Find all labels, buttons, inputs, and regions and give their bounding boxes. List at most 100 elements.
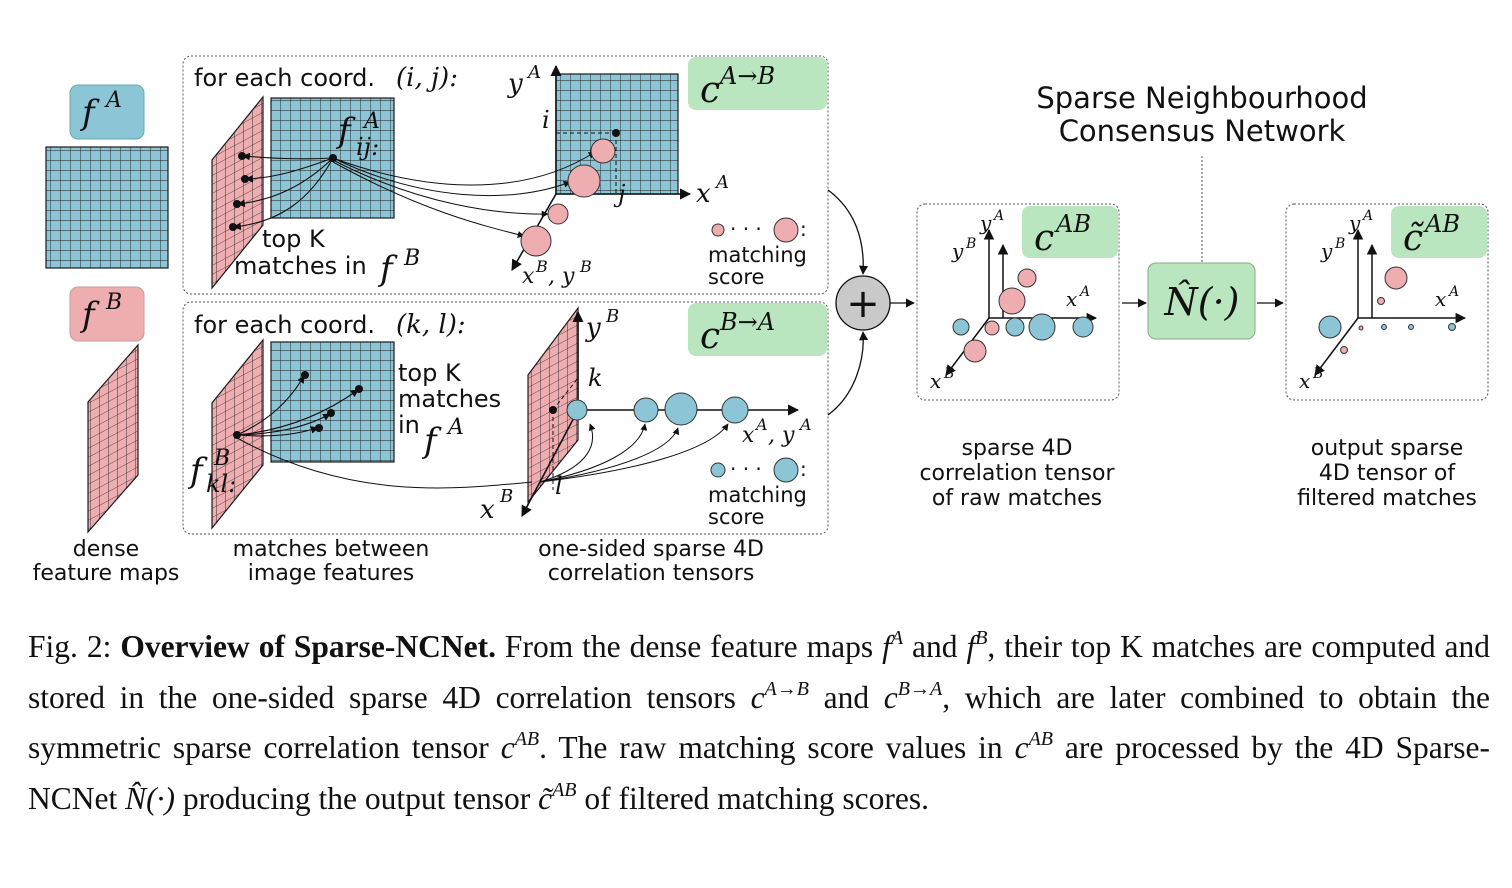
svg-text:for each coord.: for each coord. bbox=[194, 64, 375, 92]
svg-text:Consensus Network: Consensus Network bbox=[1059, 114, 1346, 148]
svg-text:B: B bbox=[499, 486, 513, 507]
svg-text:x: x bbox=[696, 179, 711, 209]
caption-math: c bbox=[750, 679, 765, 715]
bottom-panel-BtoA: for each coord. (k, l): f B kl: top K ma… bbox=[182, 301, 829, 535]
caption-math: AB bbox=[514, 728, 540, 750]
ncnet-network: Sparse Neighbourhood Consensus Network N… bbox=[1036, 81, 1368, 340]
svg-text:B: B bbox=[213, 446, 230, 471]
svg-text:score: score bbox=[708, 505, 764, 529]
svg-text:dense: dense bbox=[73, 537, 139, 562]
svg-text:A: A bbox=[1447, 284, 1459, 300]
caption-text: and bbox=[903, 629, 967, 664]
svg-text:+: + bbox=[846, 281, 880, 327]
svg-text:x: x bbox=[480, 495, 495, 525]
svg-text:B: B bbox=[1334, 236, 1345, 252]
svg-text:f: f bbox=[377, 249, 398, 289]
caption-math: A bbox=[890, 627, 904, 649]
svg-text:of raw matches: of raw matches bbox=[932, 486, 1102, 511]
svg-text:correlation tensors: correlation tensors bbox=[548, 561, 755, 586]
svg-text:y: y bbox=[585, 313, 601, 343]
svg-text:x: x bbox=[522, 264, 535, 289]
svg-text:score: score bbox=[708, 265, 764, 289]
svg-text:A: A bbox=[754, 415, 768, 434]
svg-text:filtered matches: filtered matches bbox=[1297, 486, 1477, 511]
svg-text:Sparse Neighbourhood: Sparse Neighbourhood bbox=[1036, 81, 1367, 115]
svg-text:(k, l):: (k, l): bbox=[396, 310, 466, 340]
svg-text:y: y bbox=[951, 239, 964, 263]
svg-text:AB: AB bbox=[1054, 210, 1091, 238]
caption-math: N̂(·) bbox=[125, 780, 175, 816]
svg-text:c: c bbox=[700, 70, 720, 111]
top-panel-AtoB: for each coord. (i, j): f A ij: top K ma… bbox=[182, 55, 829, 295]
svg-text:y: y bbox=[507, 69, 523, 99]
svg-text:matches: matches bbox=[398, 385, 501, 413]
svg-text:f: f bbox=[421, 421, 442, 461]
svg-text:B: B bbox=[403, 246, 420, 271]
svg-text:A→B: A→B bbox=[718, 62, 775, 90]
svg-text:· · ·: · · · bbox=[730, 217, 762, 241]
svg-text:c: c bbox=[700, 316, 720, 357]
svg-text:for each coord.: for each coord. bbox=[194, 311, 375, 339]
caption-math: f bbox=[882, 629, 891, 664]
caption-math: AB bbox=[1028, 728, 1053, 750]
plus-combine: + bbox=[827, 189, 915, 416]
fA-feature-map: f A bbox=[45, 84, 169, 269]
svg-text:matches between: matches between bbox=[233, 537, 430, 562]
caption-text: and bbox=[808, 679, 884, 715]
caption-text: , which are later combined to obtain the… bbox=[28, 679, 1490, 766]
svg-text:in: in bbox=[398, 411, 420, 439]
fB-feature-map: f B bbox=[69, 286, 145, 534]
svg-text:f: f bbox=[187, 451, 208, 491]
svg-text:A: A bbox=[362, 109, 380, 134]
svg-text:A: A bbox=[1361, 208, 1373, 224]
svg-text:x: x bbox=[742, 423, 755, 448]
svg-text:A: A bbox=[526, 62, 541, 83]
caption-math: c bbox=[883, 679, 898, 715]
figure-diagram: f A f B dense feature maps for each coor… bbox=[33, 55, 1489, 586]
caption-text: , their top K matches are computed and s… bbox=[28, 629, 1491, 715]
caption-math: B bbox=[975, 627, 988, 649]
dense-feature-maps-label: dense feature maps bbox=[33, 537, 180, 586]
svg-text:output sparse: output sparse bbox=[1311, 436, 1464, 461]
svg-text:c̃: c̃ bbox=[1403, 218, 1424, 259]
svg-text:c: c bbox=[1034, 218, 1054, 259]
middle-labels: matches between image features one-sided… bbox=[233, 537, 764, 586]
caption-math: f bbox=[966, 629, 976, 664]
svg-text:(i, j):: (i, j): bbox=[396, 63, 458, 93]
svg-text:correlation tensor: correlation tensor bbox=[919, 461, 1115, 486]
svg-text:4D tensor of: 4D tensor of bbox=[1319, 461, 1456, 486]
caption-text: . The raw matching score values in bbox=[539, 730, 1015, 765]
svg-text:· · ·: · · · bbox=[730, 457, 762, 481]
svg-text:l: l bbox=[555, 472, 563, 500]
svg-text:x: x bbox=[1299, 369, 1310, 393]
svg-text::: : bbox=[800, 217, 807, 241]
svg-text:top K: top K bbox=[398, 359, 462, 387]
caption-math: AB bbox=[552, 778, 577, 801]
svg-text:A: A bbox=[992, 208, 1004, 224]
svg-text:A: A bbox=[104, 88, 122, 113]
svg-text:, y: , y bbox=[768, 423, 795, 448]
svg-text:B: B bbox=[535, 257, 548, 276]
svg-text:image features: image features bbox=[248, 561, 414, 586]
ctilde-tensor: c̃ AB y A y B x A x B output sparse 4D t… bbox=[1285, 203, 1489, 511]
svg-text:kl:: kl: bbox=[206, 470, 236, 498]
svg-text:B: B bbox=[943, 366, 954, 382]
svg-text:A: A bbox=[798, 415, 812, 434]
svg-text:k: k bbox=[588, 364, 603, 392]
caption-title: Overview of Sparse-NCNet. bbox=[120, 629, 496, 664]
svg-text:y: y bbox=[1320, 239, 1333, 263]
svg-text:x: x bbox=[930, 369, 941, 393]
caption-fig-label: Fig. 2: bbox=[28, 629, 112, 664]
caption-math: B→A bbox=[897, 677, 943, 700]
svg-text:y: y bbox=[1348, 211, 1361, 235]
caption-math: c̃ bbox=[538, 780, 553, 816]
svg-text:sparse 4D: sparse 4D bbox=[962, 436, 1073, 461]
svg-text:feature maps: feature maps bbox=[33, 561, 180, 586]
svg-text:B: B bbox=[605, 306, 619, 327]
svg-text:matches in: matches in bbox=[234, 252, 367, 280]
svg-text:matching: matching bbox=[708, 243, 807, 267]
svg-text:, y: , y bbox=[548, 264, 575, 289]
svg-text:AB: AB bbox=[1423, 210, 1460, 238]
caption-text: producing the output tensor bbox=[175, 780, 539, 816]
svg-text:x: x bbox=[1066, 287, 1077, 311]
